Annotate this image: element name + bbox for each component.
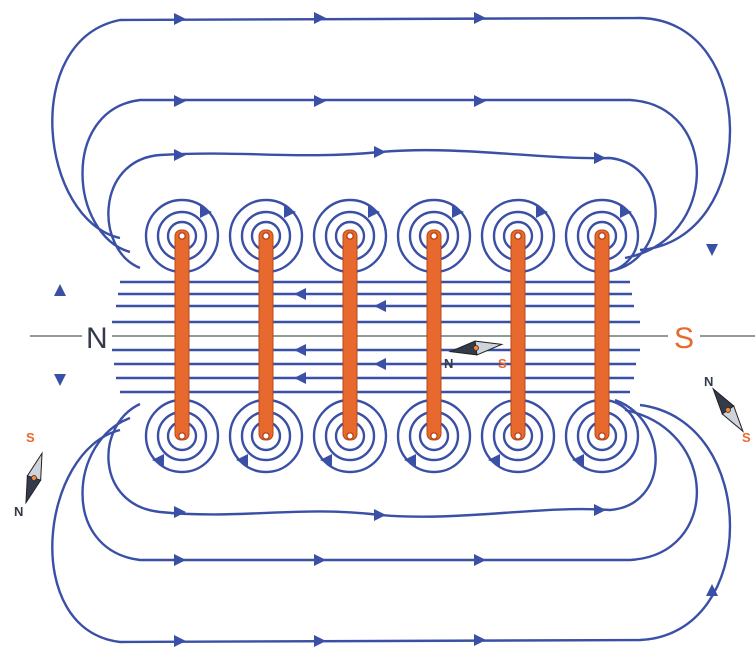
coil-wire-0 (174, 229, 190, 441)
wire-end-bottom-2 (346, 432, 354, 440)
arrow-left-bottom (54, 374, 66, 386)
arrow-circle-top-3 (452, 206, 464, 218)
arrow-circle-bottom-5 (572, 454, 584, 466)
arrow-top-3 (174, 95, 186, 107)
north-pole-label: N (86, 322, 108, 355)
arrow-left-top (54, 284, 66, 296)
arrow-inner-1 (374, 300, 386, 312)
arrow-bottom-7 (314, 635, 326, 647)
arrow-bottom-5 (474, 554, 486, 566)
field-lines-bottom (51, 348, 732, 644)
arrow-top-4 (314, 95, 326, 107)
wire-end-bottom-5 (598, 432, 606, 440)
wire-end-bottom-0 (178, 432, 186, 440)
arrow-right-top (706, 244, 718, 256)
wire-circles-top (144, 198, 640, 274)
arrow-circle-bottom-0 (152, 454, 164, 466)
coil-wire-2 (342, 229, 358, 441)
arrow-inner-2 (294, 344, 306, 356)
wire-end-top-1 (262, 232, 270, 240)
arrow-bottom-1 (374, 509, 386, 521)
arrow-bottom-6 (174, 635, 186, 647)
compass-right (711, 387, 745, 433)
arrow-circle-top-0 (200, 206, 212, 218)
coil-wires (174, 229, 610, 441)
coil-wire-5 (594, 229, 610, 441)
wire-end-bottom-4 (514, 432, 522, 440)
wire-end-bottom-1 (262, 432, 270, 440)
south-pole-label: S (674, 322, 694, 355)
compass-left-north-label: N (14, 504, 23, 519)
field-lines-top (51, 16, 732, 324)
arrow-bottom-8 (474, 634, 486, 646)
wire-end-top-5 (598, 232, 606, 240)
coil-wire-4 (510, 229, 526, 441)
arrow-inner-3 (374, 358, 386, 370)
arrow-top-2 (474, 12, 486, 24)
arrow-circle-top-5 (620, 206, 632, 218)
coil-wire-1 (258, 229, 274, 441)
compass-right-north-label: N (704, 374, 713, 389)
wire-end-top-0 (178, 232, 186, 240)
arrow-top-6 (174, 149, 186, 161)
wire-circles-bottom (144, 398, 640, 474)
arrow-bottom-0 (174, 506, 186, 518)
arrow-circle-top-2 (368, 206, 380, 218)
compass-center-south-label: S (498, 356, 507, 371)
wire-end-top-4 (514, 232, 522, 240)
arrow-top-1 (314, 12, 326, 24)
arrow-circle-top-4 (536, 206, 548, 218)
arrow-top-5 (474, 95, 486, 107)
arrow-circle-bottom-4 (488, 454, 500, 466)
arrow-circle-bottom-3 (404, 454, 416, 466)
arrow-bottom-2 (594, 504, 606, 516)
compass-left-south-label: S (26, 430, 35, 445)
wire-end-bottom-3 (430, 432, 438, 440)
compass-right-south-label: S (742, 430, 751, 445)
compass-center-north-label: N (444, 356, 453, 371)
field-arrows (54, 12, 718, 647)
arrow-bottom-4 (314, 554, 326, 566)
arrow-inner-0 (294, 288, 306, 300)
arrow-inner-4 (294, 372, 306, 384)
arrow-circle-bottom-2 (320, 454, 332, 466)
arrow-top-8 (594, 152, 606, 164)
compass-left (25, 451, 43, 505)
coil-wire-3 (426, 229, 442, 441)
arrow-right-bottom (706, 584, 718, 596)
compass-center (448, 340, 504, 356)
arrow-circle-top-1 (284, 206, 296, 218)
arrow-bottom-3 (174, 554, 186, 566)
arrow-top-0 (174, 13, 186, 25)
arrow-top-7 (374, 146, 386, 158)
wire-end-top-3 (430, 232, 438, 240)
wire-end-top-2 (346, 232, 354, 240)
arrow-circle-bottom-1 (236, 454, 248, 466)
